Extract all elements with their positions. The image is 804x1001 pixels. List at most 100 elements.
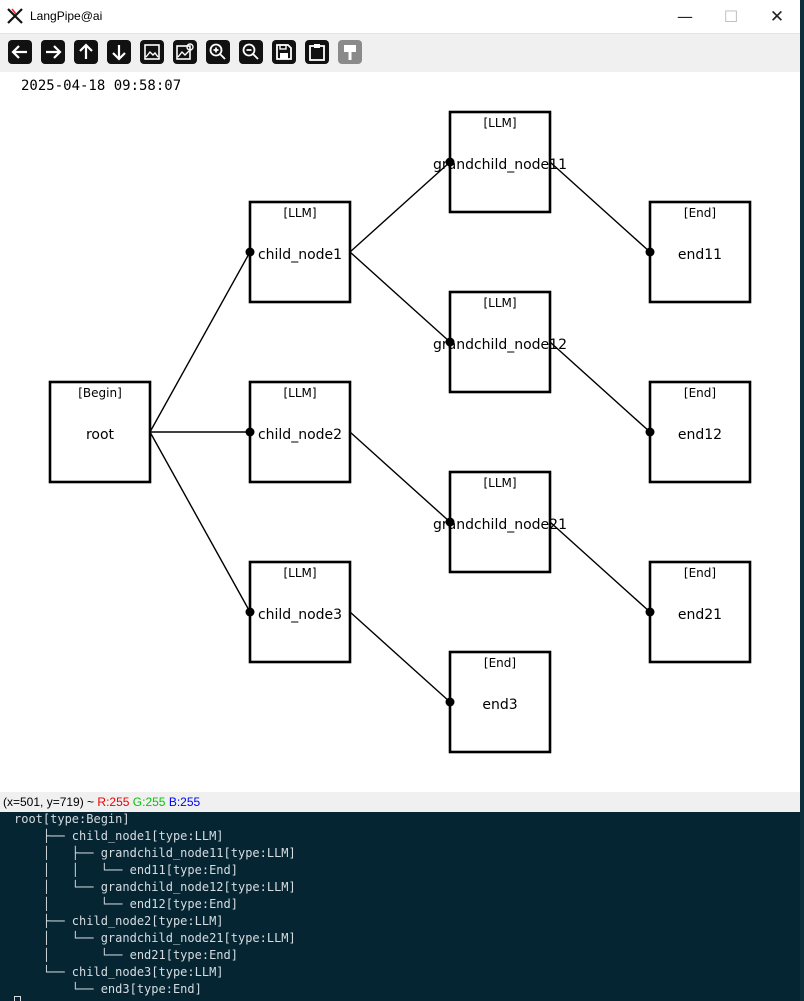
node-name-label: end11 (678, 247, 722, 263)
node-name-label: end12 (678, 427, 722, 443)
input-port-dot[interactable] (445, 337, 455, 347)
zoom-in-icon[interactable] (206, 40, 230, 64)
node-type-label: [End] (684, 386, 716, 400)
tree-line: │ ├── grandchild_node11[type:LLM] (14, 846, 296, 860)
input-port-dot[interactable] (645, 427, 655, 437)
image-edit-icon[interactable] (173, 40, 197, 64)
down-arrow-icon[interactable] (107, 40, 131, 64)
node-end21[interactable]: [End]end21 (648, 560, 752, 664)
app-window: LangPipe@ai — ☐ ✕ (0, 0, 800, 812)
edge-child_node1-grandchild_node12 (349, 251, 451, 343)
window-title: LangPipe@ai (30, 9, 103, 23)
input-port-dot[interactable] (245, 247, 255, 257)
node-name-label: child_node3 (258, 607, 342, 623)
node-name-label: grandchild_node21 (433, 517, 567, 533)
node-type-label: [Begin] (78, 386, 122, 400)
node-type-label: [LLM] (483, 476, 516, 490)
node-root[interactable]: [Begin] root (48, 380, 152, 484)
node-child_node3[interactable]: [LLM] child_node3 (248, 560, 352, 664)
node-end11[interactable]: [End] end11 (648, 200, 752, 304)
node-name-label: grandchild_node11 (433, 157, 567, 173)
node-type-label: [End] (684, 566, 716, 580)
node-child_node2[interactable]: [LLM] child_node2 (248, 380, 352, 484)
status-bar: (x=501, y=719) ~ R:255 G:255 B:255 (0, 792, 800, 812)
edge-child_node1-grandchild_node11 (349, 161, 451, 253)
close-button[interactable]: ✕ (769, 6, 785, 27)
node-type-label: [LLM] (483, 116, 516, 130)
edge-grandchild_node11-end11 (549, 161, 651, 253)
timestamp: 2025-04-18 09:58:07 (21, 78, 182, 94)
node-box (448, 290, 552, 394)
background-window-edge (800, 0, 804, 1001)
input-port-dot[interactable] (445, 517, 455, 527)
tree-line: │ └── end12[type:End] (14, 897, 238, 911)
pixel-blue-value: B:255 (168, 795, 201, 809)
node-type-label: [LLM] (283, 386, 316, 400)
node-type-label: [End] (484, 656, 516, 670)
edge-child_node3-end3 (349, 611, 451, 703)
node-grandchild_node12[interactable]: [LLM] grandchild_node12 (433, 290, 567, 394)
toolbar (0, 34, 800, 72)
input-port-dot[interactable] (445, 157, 455, 167)
save-icon[interactable] (272, 40, 296, 64)
node-name-label: root (86, 427, 115, 443)
clipboard-icon[interactable] (305, 40, 329, 64)
node-type-label: [LLM] (283, 206, 316, 220)
tree-line: └── child_node3[type:LLM] (14, 965, 224, 979)
tree-line: root[type:Begin] (14, 812, 130, 826)
input-port-dot[interactable] (445, 697, 455, 707)
image-icon[interactable] (140, 40, 164, 64)
node-box (248, 200, 352, 304)
node-box (648, 200, 752, 304)
node-end12[interactable]: [End] end12 (648, 380, 752, 484)
node-box (448, 110, 552, 214)
pipeline-graph: [Begin] root [LLM] child_node1 [LLM] child_no… (48, 110, 752, 754)
terminal-tree-output: root[type:Begin] ├── child_node1[type:LL… (14, 811, 296, 998)
paint-brush-icon[interactable] (338, 40, 362, 64)
terminal-cursor (14, 996, 21, 1001)
node-type-label: [End] (684, 206, 716, 220)
tree-line: │ └── grandchild_node21[type:LLM] (14, 931, 296, 945)
input-port-dot[interactable] (645, 247, 655, 257)
graph-canvas[interactable]: 2025-04-18 09:58:07 [Begin] root [LLM] chil… (0, 72, 800, 792)
tree-line: ├── child_node2[type:LLM] (14, 914, 224, 928)
maximize-button[interactable]: ☐ (723, 7, 739, 26)
node-box (448, 470, 552, 574)
node-name-label: end3 (482, 697, 517, 713)
back-arrow-icon[interactable] (8, 40, 32, 64)
edge-grandchild_node12-end12 (549, 341, 651, 433)
tree-line: ├── child_node1[type:LLM] (14, 829, 224, 843)
node-box (248, 560, 352, 664)
node-box (648, 560, 752, 664)
node-grandchild_node11[interactable]: [LLM] grandchild_node11 (433, 110, 567, 214)
input-port-dot[interactable] (245, 427, 255, 437)
tree-line: └── end3[type:End] (14, 982, 202, 996)
tree-line: │ └── end21[type:End] (14, 948, 238, 962)
node-type-label: [LLM] (483, 296, 516, 310)
app-logo-icon (7, 8, 23, 24)
node-box (48, 380, 152, 484)
cursor-coords: (x=501, y=719) ~ (3, 795, 98, 809)
edge-child_node2-grandchild_node21 (349, 431, 451, 523)
up-arrow-icon[interactable] (74, 40, 98, 64)
input-port-dot[interactable] (245, 607, 255, 617)
node-grandchild_node21[interactable]: [LLM] grandchild_node21 (433, 470, 567, 574)
edge-grandchild_node21-end21 (549, 521, 651, 613)
zoom-out-icon[interactable] (239, 40, 263, 64)
tree-line: │ └── grandchild_node12[type:LLM] (14, 880, 296, 894)
node-name-label: child_node1 (258, 247, 342, 263)
edge-root-child_node3 (149, 431, 251, 613)
node-box (448, 650, 552, 754)
node-box (248, 380, 352, 484)
node-name-label: child_node2 (258, 427, 342, 443)
minimize-button[interactable]: — (677, 7, 693, 26)
tree-line: │ │ └── end11[type:End] (14, 863, 238, 877)
node-end3[interactable]: [End] end3 (448, 650, 552, 754)
input-port-dot[interactable] (645, 607, 655, 617)
node-type-label: [LLM] (283, 566, 316, 580)
title-bar[interactable]: LangPipe@ai — ☐ ✕ (0, 0, 800, 34)
node-child_node1[interactable]: [LLM] child_node1 (248, 200, 352, 304)
edge-root-child_node1 (149, 251, 251, 433)
forward-arrow-icon[interactable] (41, 40, 65, 64)
node-name-label: grandchild_node12 (433, 337, 567, 353)
